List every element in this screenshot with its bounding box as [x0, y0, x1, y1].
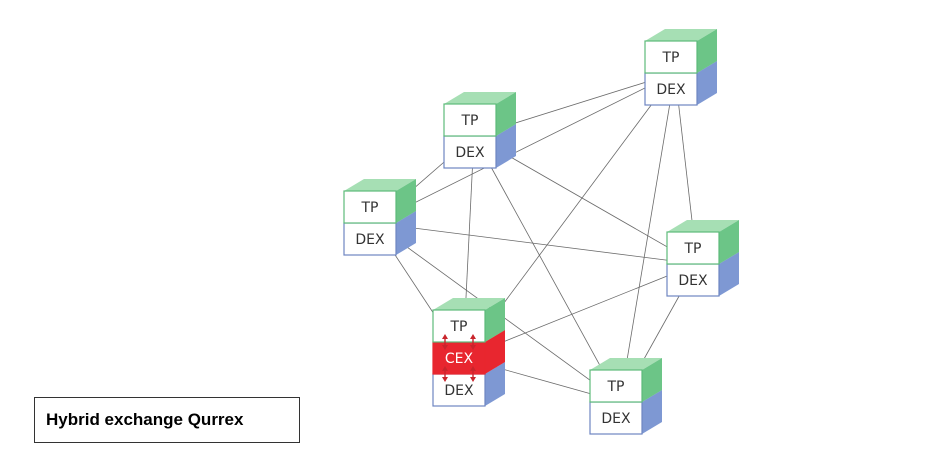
node-upper-middle-tp-box: TP [443, 92, 516, 137]
node-hybrid-center-tp-box: TP [432, 298, 505, 343]
tp-box-top [645, 29, 717, 41]
tp-box-face [432, 309, 486, 343]
dex-box-face [666, 263, 720, 297]
tp-box-side [642, 358, 662, 402]
cex-box-face [432, 341, 486, 375]
tp-box-top [444, 92, 516, 104]
node-bottom-right: DEX TP [589, 358, 662, 435]
dex-label: DEX [656, 82, 686, 98]
dex-label: DEX [601, 411, 631, 427]
dex-box-side [496, 124, 516, 168]
tp-box-face [343, 190, 397, 224]
node-top-right: DEX TP [644, 29, 717, 106]
dex-box-side [719, 252, 739, 296]
dex-label: DEX [678, 273, 708, 289]
tp-box-top [344, 179, 416, 191]
cex-label: CEX [445, 351, 474, 367]
tp-box-top [590, 358, 662, 370]
dex-label: DEX [355, 232, 385, 248]
tp-label: TP [662, 50, 680, 66]
tp-box-face [644, 40, 698, 74]
node-right: DEX TP [666, 220, 739, 297]
dex-box-side [485, 362, 505, 406]
tp-box-side [697, 29, 717, 73]
cex-link-arrow [442, 334, 448, 350]
tp-box-top [667, 220, 739, 232]
node-upper-middle: DEX TP [443, 92, 516, 169]
node-top-right-tp-box: TP [644, 29, 717, 74]
tp-label: TP [684, 241, 702, 257]
tp-box-face [443, 103, 497, 137]
connection-lines [373, 72, 698, 403]
dex-box-side [642, 390, 662, 434]
tp-label: TP [361, 200, 379, 216]
tp-box-side [485, 298, 505, 342]
node-right-tp-box: TP [666, 220, 739, 265]
tp-label: TP [450, 319, 468, 335]
tp-box-face [589, 369, 643, 403]
connection-n1-n6 [619, 72, 676, 403]
diagram-caption: Hybrid exchange Qurrex [34, 397, 300, 443]
node-left-tp-box: TP [343, 179, 416, 224]
tp-box-side [719, 220, 739, 264]
tp-box-side [496, 92, 516, 136]
connection-n3-n4 [373, 222, 698, 265]
dex-box-side [697, 61, 717, 105]
tp-box-face [666, 231, 720, 265]
node-hybrid-center: DEX CEX TP [432, 298, 505, 407]
dex-box-face [343, 222, 397, 256]
dex-box-face [589, 401, 643, 435]
connection-n2-n6 [473, 135, 621, 403]
tp-box-side [396, 179, 416, 223]
connection-n1-n3 [373, 72, 676, 224]
node-bottom-right-tp-box: TP [589, 358, 662, 403]
node-left: DEX TP [343, 179, 416, 256]
dex-box-face [644, 72, 698, 106]
dex-box-face [432, 373, 486, 407]
cex-link-arrow [442, 366, 448, 382]
dex-box-side [396, 211, 416, 255]
exchange-nodes: DEX TP DEX TP DEX TP DEX TP DEX CEX TP DEX TP [343, 29, 739, 435]
cex-box-side [485, 330, 505, 374]
tp-label: TP [607, 379, 625, 395]
tp-box-top [433, 298, 505, 310]
dex-box-face [443, 135, 497, 169]
dex-label: DEX [444, 383, 474, 399]
cex-link-arrow [470, 334, 476, 350]
cex-link-arrow [470, 366, 476, 382]
dex-label: DEX [455, 145, 485, 161]
tp-label: TP [461, 113, 479, 129]
